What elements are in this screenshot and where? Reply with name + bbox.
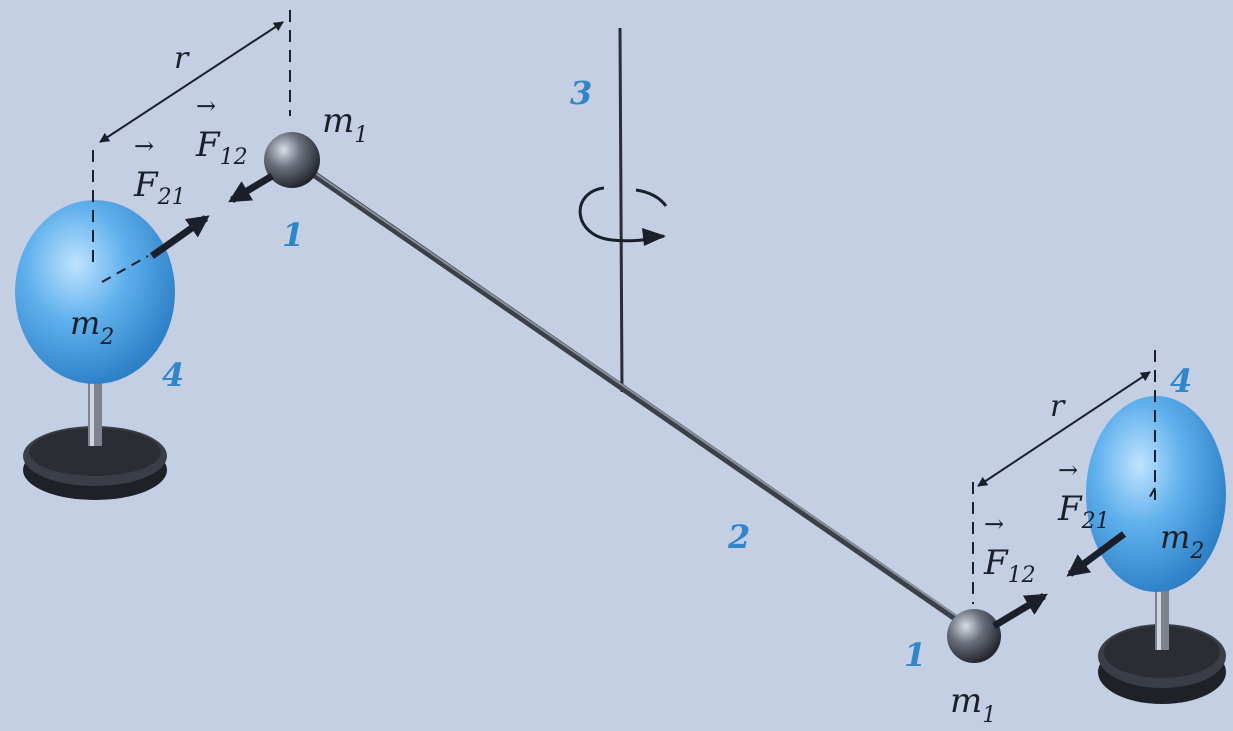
m2-label-left: m2 [70,304,114,350]
small-ball-left [264,132,320,188]
f12-label-left: F12 [195,125,248,170]
small-ball-right [947,609,1001,663]
f21-arrow-right: → [1058,456,1078,484]
large-ball-left [15,200,175,384]
m1-label-left: m1 [322,101,368,148]
f12-arrow-right: → [984,510,1004,538]
rod [298,162,968,628]
force-f21-right-arrow [1066,531,1127,577]
force-f12-left-arrow [228,172,274,204]
force-f12-right-arrow [992,592,1048,630]
right-stand [1098,580,1226,704]
m1-label-right: m1 [950,681,996,728]
distance-label-left: r [174,41,190,76]
right-distance-marker [972,350,1156,604]
distance-label-right: r [1050,389,1066,424]
left-distance-marker [92,10,291,283]
left-stand [23,380,167,500]
m2-label-right: m2 [1160,518,1204,564]
number-4-left: 4 [162,356,184,394]
number-4-right: 4 [1170,362,1192,400]
number-2-rod: 2 [727,518,750,556]
f21-arrow-left: → [134,132,154,160]
rotation-axis [618,27,624,393]
f21-label-right: F21 [1057,489,1110,534]
number-1-right: 1 [904,636,926,674]
number-3-axis: 3 [570,74,592,112]
rod-highlight [301,163,965,622]
f12-label-right: F12 [983,543,1036,588]
rotation-arrow-icon [578,186,668,246]
force-f21-left-arrow [149,215,210,259]
f12-arrow-left: → [196,92,216,120]
number-1-left: 1 [282,216,304,254]
f21-label-left: F21 [133,165,186,210]
